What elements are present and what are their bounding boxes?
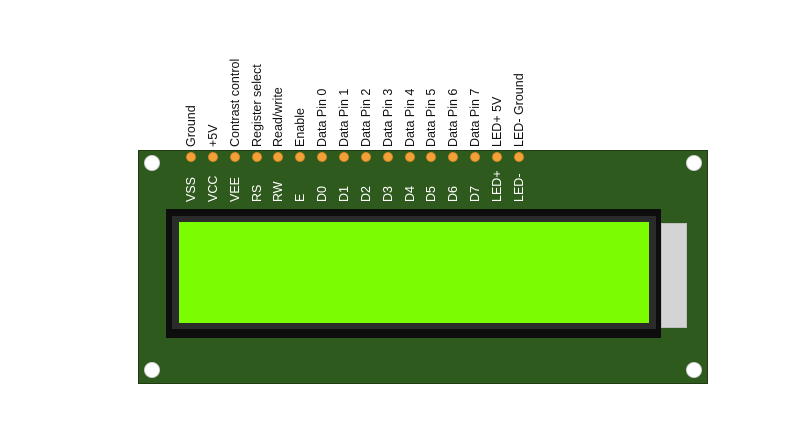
pin-5-label: RW [271,181,286,202]
pin-5-dot [273,152,284,162]
pin-16-dot [513,152,524,162]
pin-5-description: Read/write [271,87,286,147]
pin-14-label: D7 [468,186,483,202]
pin-10-label: D3 [380,186,395,202]
mounting-hole-bottom-left [144,362,160,378]
mounting-hole-bottom-right [686,362,702,378]
pin-10-dot [382,152,393,162]
pin-1-label: VSS [184,176,198,202]
pin-9-description: Data Pin 2 [358,88,373,147]
pin-4-description: Register select [249,64,264,147]
pin-6-dot [295,152,306,162]
pin-4-label: RS [249,184,264,202]
pin-14-dot [470,152,481,162]
pin-12-dot [426,152,437,162]
pin-7-dot [317,152,328,162]
pin-3-dot [229,152,240,162]
pin-3-description: Contrast control [227,58,242,147]
pin-6-description: Enable [293,108,308,147]
pin-7-description: Data Pin 0 [315,88,330,147]
mounting-hole-top-right [686,155,702,171]
pin-1-description: Ground [184,105,198,147]
pin-4-dot [251,152,262,162]
pin-9-dot [360,152,371,162]
pin-8-label: D1 [336,186,351,202]
pin-2-dot [207,152,218,162]
pin-10-description: Data Pin 3 [380,88,395,147]
pin-16-label: LED- [511,173,526,202]
pin-3-label: VEE [227,176,242,202]
pin-9-label: D2 [358,186,373,202]
pin-13-description: Data Pin 6 [446,88,461,147]
pin-13-label: D6 [446,186,461,202]
pin-11-dot [404,152,415,162]
pin-15-description: LED+ 5V [489,96,504,147]
pin-8-description: Data Pin 1 [336,88,351,147]
pin-12-label: D5 [424,186,439,202]
pin-13-dot [448,152,459,162]
pin-16-description: LED- Ground [511,73,526,147]
pin-6-label: E [293,193,308,202]
pin-2-description: +5V [205,124,220,147]
lcd-screen [179,222,649,323]
backlight-connector [661,223,687,328]
pin-7-label: D0 [315,186,330,202]
pin-12-description: Data Pin 5 [424,88,439,147]
pin-8-dot [338,152,349,162]
pin-11-description: Data Pin 4 [402,88,417,147]
pin-14-description: Data Pin 7 [468,88,483,147]
pin-11-label: D4 [402,186,417,202]
mounting-hole-top-left [144,155,160,171]
pin-15-label: LED+ [489,170,504,202]
pin-15-dot [491,152,502,162]
pin-2-label: VCC [205,175,220,202]
pin-1-dot [186,152,196,162]
